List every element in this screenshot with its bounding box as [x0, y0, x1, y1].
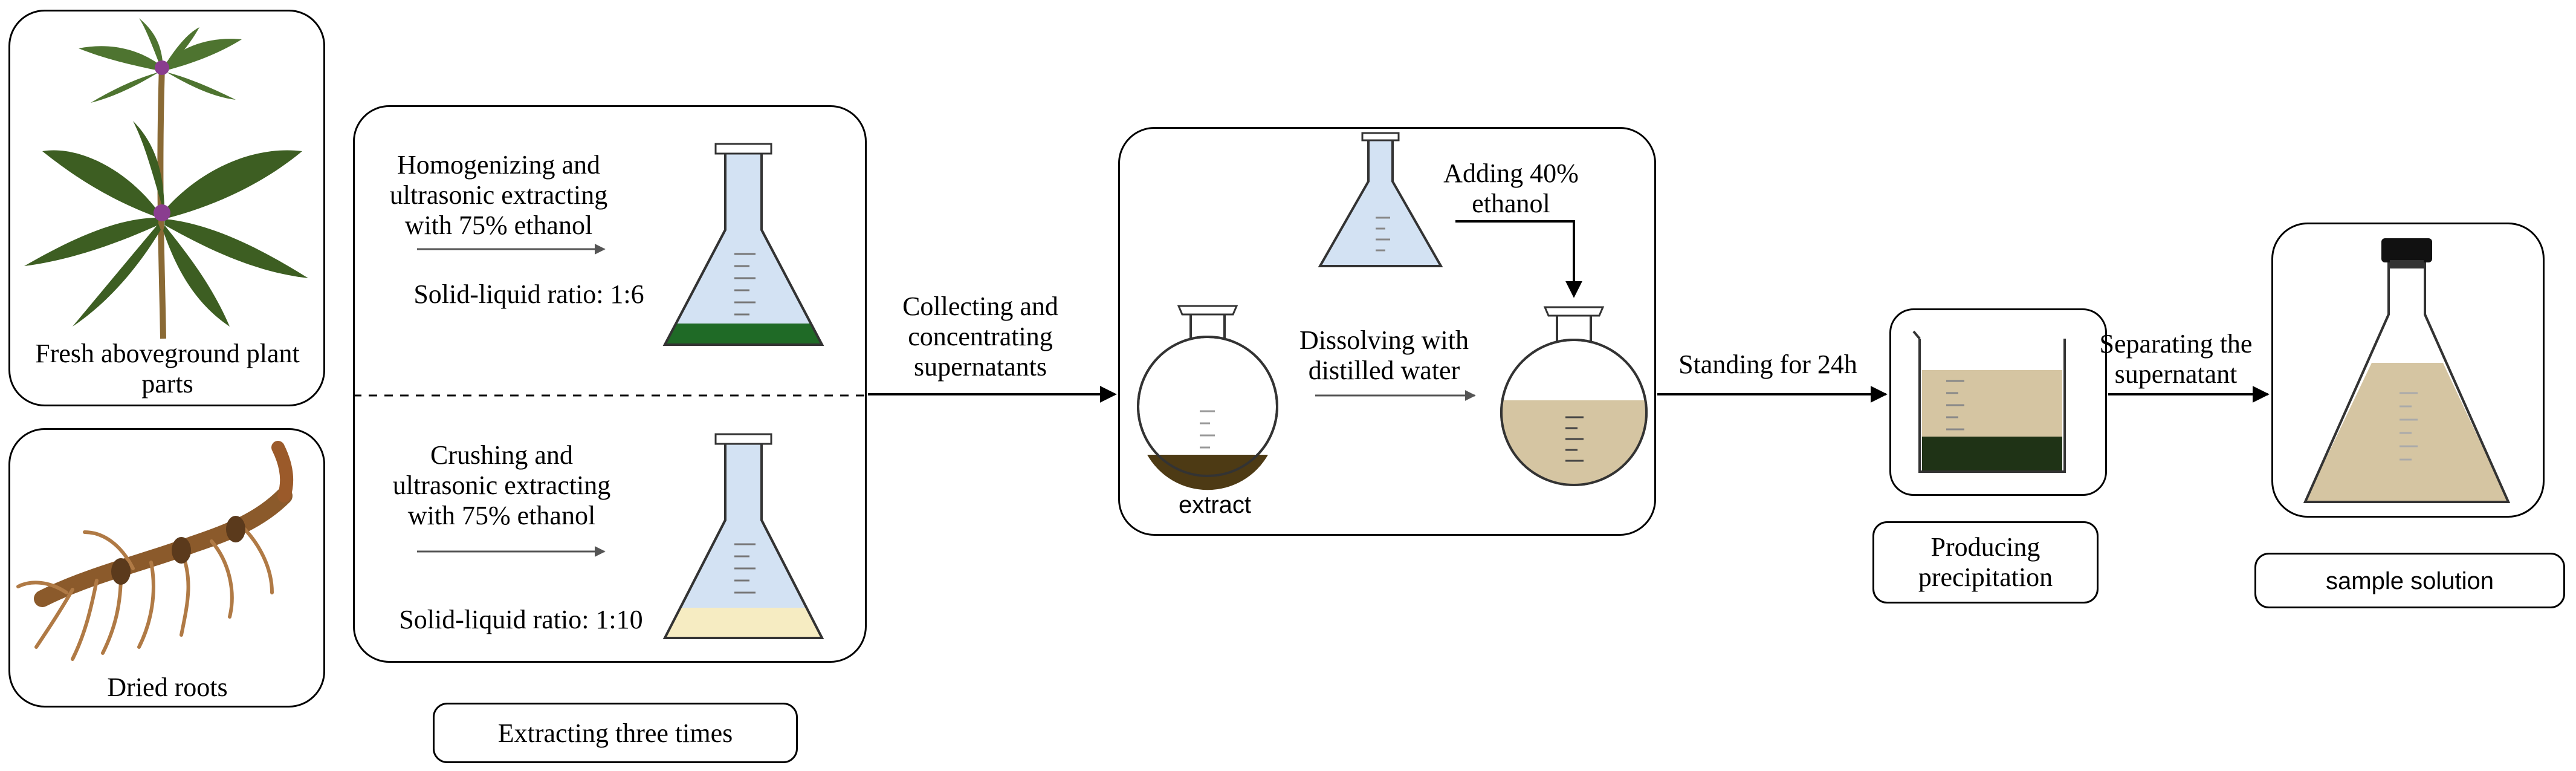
dried-roots-label: Dried roots — [107, 672, 228, 702]
extraction-top-ratio: Solid-liquid ratio: 1:6 — [413, 279, 644, 309]
extraction-top-text: Homogenizing and ultrasonic extracting w… — [389, 150, 608, 240]
concentrate-label: Collecting and concentrating supernatant… — [902, 291, 1058, 382]
flask-green — [662, 143, 824, 346]
extraction-caption-box — [433, 703, 798, 763]
flask-ethanol — [1318, 132, 1443, 267]
fresh-plant-illustration — [24, 18, 308, 339]
dried-roots-illustration — [16, 441, 294, 661]
standing-label: Standing for 24h — [1678, 350, 1857, 379]
round-flask-extract — [1137, 305, 1278, 490]
flask-cream — [662, 433, 824, 639]
separating-label: Separating the supernatant — [2099, 329, 2253, 389]
ethanol-arrow — [1455, 220, 1582, 298]
sample-caption: sample solution — [2326, 568, 2494, 594]
sample-caption-box — [2254, 553, 2565, 608]
extraction-bottom-ratio: Solid-liquid ratio: 1:10 — [399, 605, 643, 634]
dried-roots-panel — [8, 428, 325, 708]
extraction-bottom-text: Crushing and ultrasonic extracting with … — [392, 440, 611, 530]
flask-sample — [2303, 238, 2511, 503]
extraction-caption: Extracting three times — [497, 718, 733, 748]
ethanol-label: Adding 40% ethanol — [1443, 158, 1579, 218]
dissolve-label: Dissolving with distilled water — [1299, 325, 1469, 385]
precipitation-caption-box — [1872, 521, 2099, 603]
lower-leaves — [24, 121, 308, 327]
upper-leaves — [79, 18, 242, 103]
round-flask-tan — [1500, 306, 1648, 486]
extract-label: extract — [1178, 492, 1252, 518]
fresh-plant-label: Fresh aboveground plant parts — [35, 339, 300, 399]
beaker-precipitate — [1912, 330, 2066, 473]
precipitation-caption: Producing precipitation — [1918, 532, 2053, 592]
